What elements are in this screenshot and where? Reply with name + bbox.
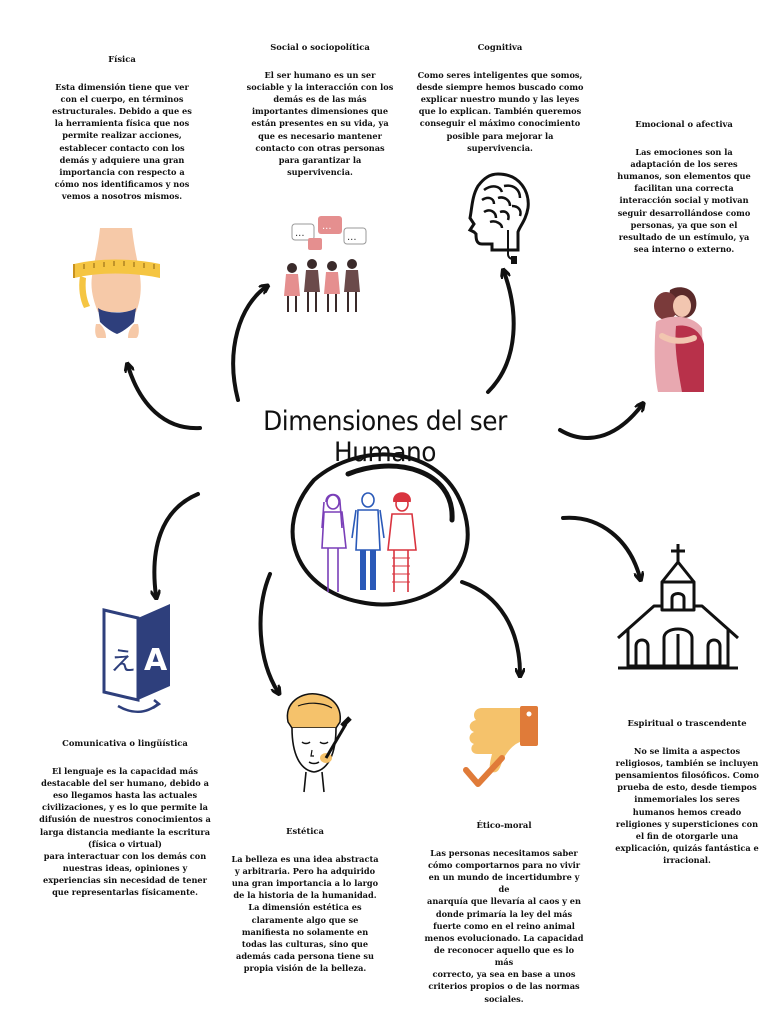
block-espiritual: Espiritual o trascendente No se limita a… bbox=[612, 718, 762, 866]
svg-text:え: え bbox=[110, 647, 136, 677]
thumbs-down-check-icon bbox=[463, 706, 538, 787]
text-cognitiva: Como seres inteligentes que somos, desde… bbox=[416, 69, 584, 153]
text-comunicativa: El lenguaje es la capacidad más destacab… bbox=[39, 765, 211, 898]
arrow-espiritual bbox=[561, 515, 640, 578]
text-estetica: La belleza es una idea abstracta y arbit… bbox=[231, 853, 379, 974]
heading-social: Social o sociopolítica bbox=[270, 42, 370, 52]
heading-espiritual: Espiritual o trascendente bbox=[627, 718, 747, 728]
block-social: Social o sociopolítica El ser humano es … bbox=[245, 42, 395, 178]
svg-text:...: ... bbox=[322, 221, 332, 232]
arrow-fisica bbox=[128, 366, 202, 431]
text-etico: Las personas necesitamos saber cómo comp… bbox=[424, 847, 584, 1004]
center-circle-inner bbox=[345, 463, 455, 523]
heading-etico: Ético-moral bbox=[476, 820, 532, 830]
three-people-icon bbox=[321, 492, 417, 592]
arrow-social bbox=[231, 287, 266, 402]
block-cognitiva: Cognitiva Como seres inteligentes que so… bbox=[416, 42, 584, 154]
heading-cognitiva: Cognitiva bbox=[477, 42, 523, 52]
svg-text:...: ... bbox=[347, 232, 357, 243]
main-title: Dimensiones del ser Humano bbox=[263, 406, 507, 468]
arrow-estetica bbox=[258, 572, 278, 692]
arrow-etico bbox=[460, 580, 520, 674]
text-espiritual: No se limita a aspectos religiosos, tamb… bbox=[615, 745, 759, 866]
block-etico: Ético-moral Las personas necesitamos sab… bbox=[424, 820, 584, 1005]
center-circle-outer bbox=[290, 452, 470, 607]
heading-emocional: Emocional o afectiva bbox=[635, 119, 733, 129]
heading-comunicativa: Comunicativa o lingüística bbox=[62, 738, 188, 748]
text-emocional: Las emociones son la adaptación de los s… bbox=[617, 146, 751, 255]
text-fisica: Esta dimensión tiene que ver con el cuer… bbox=[52, 81, 192, 202]
text-social: El ser humano es un ser sociable y la in… bbox=[246, 69, 394, 178]
arrow-comunicativa bbox=[154, 492, 200, 596]
arrow-emocional bbox=[558, 405, 642, 440]
heading-estetica: Estética bbox=[286, 826, 324, 836]
brain-head-icon bbox=[467, 172, 530, 264]
svg-text:...: ... bbox=[295, 228, 305, 239]
skincare-face-icon bbox=[286, 693, 352, 793]
block-comunicativa: Comunicativa o lingüística El lenguaje e… bbox=[36, 738, 214, 898]
heading-fisica: Física bbox=[108, 54, 136, 64]
translate-icon: え A bbox=[102, 604, 170, 713]
people-chatting-icon: ... ... ... bbox=[284, 216, 367, 312]
hugging-couple-icon bbox=[654, 287, 704, 392]
arrow-cognitiva bbox=[486, 272, 516, 394]
svg-text:A: A bbox=[144, 643, 168, 678]
church-icon bbox=[617, 544, 739, 670]
measuring-tape-body-icon bbox=[73, 228, 160, 338]
block-fisica: Física Esta dimensión tiene que ver con … bbox=[48, 54, 196, 202]
block-emocional: Emocional o afectiva Las emociones son l… bbox=[610, 119, 758, 255]
block-estetica: Estética La belleza es una idea abstract… bbox=[230, 826, 380, 974]
